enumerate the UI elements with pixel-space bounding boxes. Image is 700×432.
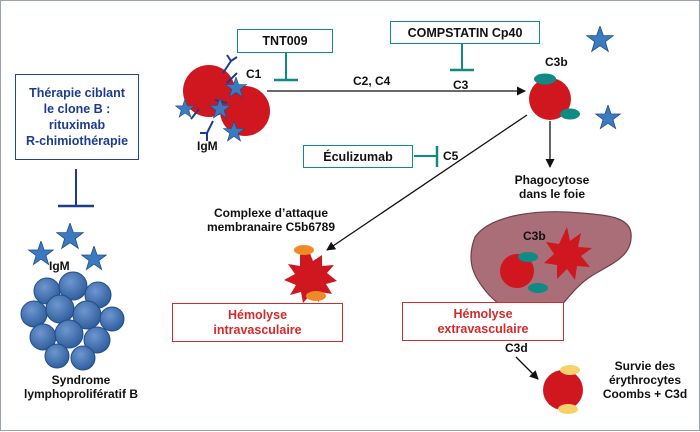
syndrome-line-1: Syndrome (51, 373, 111, 387)
mac-label: Complexe d’attaque membranaire C5b6789 (187, 206, 355, 234)
syndrome-label: Syndrome lymphoprolifératif B (9, 373, 153, 401)
eculizumab-box: Éculizumab (303, 145, 413, 168)
c5-label: C5 (443, 149, 459, 163)
floating-star (586, 26, 614, 52)
survie-line-2: érythrocytes (608, 373, 682, 387)
phagocytose-label: Phagocytose dans le foie (507, 173, 597, 201)
mac-arrow (326, 114, 528, 251)
floating-star (595, 105, 621, 129)
c3-label: C3 (453, 78, 469, 92)
mac-line-2: membranaire C5b6789 (206, 220, 336, 234)
survie-line-3: Coombs + C3d (602, 387, 688, 401)
c3d-label: C3d (505, 341, 528, 355)
floating-star (56, 223, 84, 249)
c3b-liver-label: C3b (523, 229, 546, 243)
hemolyse-extra-line-1: Hémolyse (453, 306, 513, 321)
c1-label: C1 (246, 67, 262, 81)
c3b-label: C3b (545, 55, 568, 69)
liver-shape (470, 211, 632, 321)
mac-cell (284, 245, 337, 303)
c3d-arrow (515, 356, 539, 380)
igm-label-left: IgM (49, 259, 70, 273)
therapy-line-1: Thérapie ciblant (29, 86, 125, 100)
rbc-igm-cluster (175, 54, 270, 142)
hemolyse-extra-box: Hémolyse extravasculaire (402, 302, 564, 341)
phago-line-1: Phagocytose (514, 173, 590, 187)
hemolyse-extra-line-2: extravasculaire (437, 321, 529, 336)
rbc-survivor (543, 365, 583, 414)
rbc-c3b (529, 73, 580, 120)
survie-label: Survie des érythrocytes Coombs + C3d (595, 359, 695, 401)
syndrome-line-2: lymphoprolifératif B (23, 387, 138, 401)
survie-line-1: Survie des (614, 359, 676, 373)
igm-label-top: IgM (197, 139, 218, 153)
hemolyse-intra-line-1: Hémolyse (227, 307, 288, 322)
floating-star (81, 246, 107, 270)
tnt009-box: TNT009 (237, 29, 333, 53)
lymphocyte-cluster (20, 271, 125, 371)
hemolyse-intra-line-2: intravasculaire (213, 322, 302, 337)
therapy-line-4: R-chimiothérapie (25, 134, 129, 148)
hemolyse-intra-box: Hémolyse intravasculaire (172, 303, 343, 342)
therapy-line-2: le clone B : (43, 102, 111, 116)
compstatin-box: COMPSTATIN Cp40 (390, 21, 540, 44)
therapy-box: Thérapie ciblant le clone B : rituximab … (15, 74, 139, 160)
therapy-line-3: rituximab (48, 118, 106, 132)
phago-line-2: dans le foie (518, 187, 586, 201)
c2c4-label: C2, C4 (353, 74, 391, 88)
mac-line-1: Complexe d’attaque (213, 206, 329, 220)
